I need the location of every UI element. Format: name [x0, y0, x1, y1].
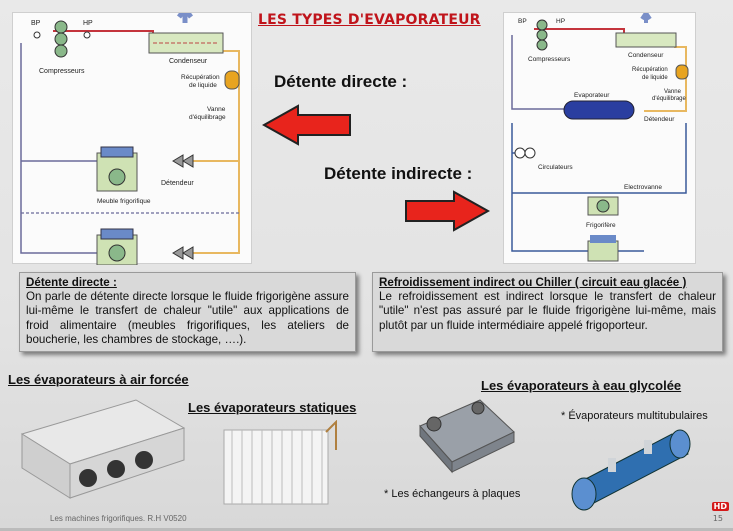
svg-text:d'équilibrage: d'équilibrage [652, 96, 687, 102]
compressors-symbol [33, 20, 91, 58]
svg-text:HP: HP [556, 18, 565, 25]
hp-label: HP [83, 20, 93, 27]
slide-title: LES TYPES D'EVAPORATEUR [258, 12, 481, 28]
forced-air-evaporator-image [20, 399, 186, 499]
svg-text:Compresseurs: Compresseurs [528, 56, 571, 63]
compressors-label: Compresseurs [39, 68, 85, 75]
direct-heading: Détente directe : [274, 72, 408, 91]
bp-label: BP [31, 20, 41, 27]
direct-explanation-box: Détente directe : On parle de détente di… [19, 272, 356, 352]
direct-box-title: Détente directe : [26, 276, 117, 289]
svg-text:Frigorifère: Frigorifère [586, 222, 616, 229]
expansion-label: Détendeur [161, 180, 194, 187]
indirect-evaporator [563, 100, 635, 120]
forced-air-label: Les évaporateurs à air forcée [8, 372, 189, 387]
right-arrow-icon [405, 190, 490, 232]
page-number: 15 [712, 514, 723, 523]
glycol-label: Les évaporateurs à eau glycolée [481, 378, 682, 393]
condenser-symbol [148, 13, 224, 54]
static-evaporator-image [223, 420, 337, 505]
indirect-box-title: Refroidissement indirect ou Chiller ( ci… [379, 276, 687, 289]
indirect-explanation-box: Refroidissement indirect ou Chiller ( ci… [372, 272, 723, 352]
svg-text:Condenseur: Condenseur [628, 52, 664, 59]
svg-text:Circulateurs: Circulateurs [538, 164, 573, 171]
svg-text:de liquide: de liquide [642, 75, 668, 81]
plate-note: * Les échangeurs à plaques [384, 488, 521, 500]
left-arrow-icon [262, 104, 351, 146]
svg-text:Evaporateur: Evaporateur [574, 92, 610, 99]
condenser-label: Condenseur [169, 58, 208, 65]
svg-text:Vanne: Vanne [207, 106, 226, 113]
circulator-pumps [514, 147, 536, 159]
svg-text:d'équilibrage: d'équilibrage [189, 114, 226, 121]
svg-text:Electrovanne: Electrovanne [624, 184, 662, 191]
indirect-condenser [615, 13, 677, 48]
footer-text: Les machines frigorifiques. R.H V0520 [50, 514, 187, 523]
svg-text:Récupération: Récupération [181, 74, 220, 81]
indirect-box-text: Le refroidissement est indirect lorsque … [379, 290, 716, 332]
cooler-unit-2 [587, 235, 619, 262]
svg-text:Détendeur: Détendeur [644, 116, 675, 123]
multitubular-note: * Évaporateurs multitubulaires [561, 410, 708, 422]
direct-box-text: On parle de détente directe lorsque le f… [26, 290, 349, 346]
static-label: Les évaporateurs statiques [188, 400, 357, 415]
plate-exchanger-image [419, 399, 515, 474]
cabinet-label: Meuble frigorifique [97, 198, 151, 205]
cooler-unit-1 [587, 196, 619, 216]
direct-expansion-diagram: BP HP Compresseurs Condenseur Récupérati… [12, 12, 252, 265]
indirect-compressors [536, 19, 548, 51]
svg-text:BP: BP [518, 18, 527, 25]
evaporator-cabinet-1 [96, 146, 194, 192]
multitubular-evaporator-image [571, 429, 691, 511]
indirect-heading: Détente indirecte : [324, 164, 473, 183]
evaporator-cabinet-2 [96, 228, 194, 265]
svg-text:Vanne: Vanne [664, 89, 682, 95]
indirect-expansion-diagram: BP HP Compresseurs Condenseur Récupérati… [503, 12, 696, 264]
video-progress-bar[interactable] [0, 528, 733, 531]
hd-badge[interactable]: HD [711, 502, 729, 511]
svg-text:Récupération: Récupération [632, 67, 668, 73]
svg-text:de liquide: de liquide [189, 82, 217, 89]
